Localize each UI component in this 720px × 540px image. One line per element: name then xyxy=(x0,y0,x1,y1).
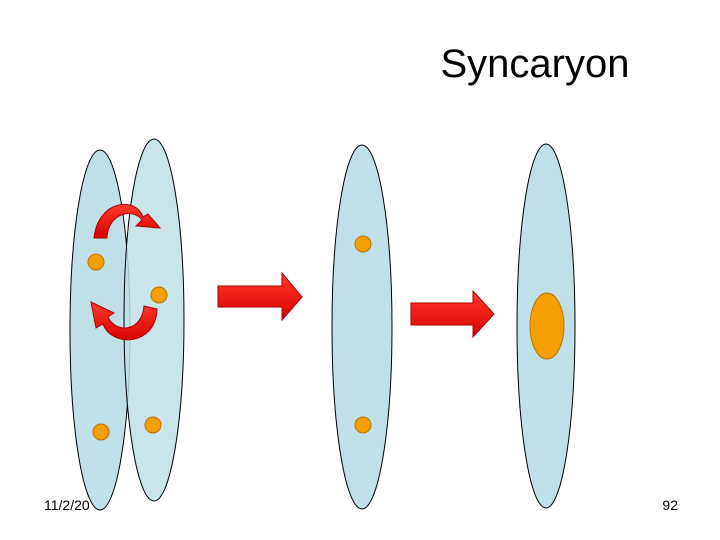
cell-middle xyxy=(331,144,393,510)
slide-title: Syncaryon xyxy=(440,42,630,86)
nucleus-right-upper xyxy=(150,286,168,304)
nucleus-middle-upper xyxy=(354,235,372,253)
syncaryon-cell xyxy=(516,143,576,509)
paired-cells xyxy=(69,138,185,511)
nucleus-right-lower xyxy=(144,416,162,434)
right-arrow-icon xyxy=(217,271,303,322)
nucleus-left-upper xyxy=(87,253,105,271)
cell-two-nuclei xyxy=(331,144,393,510)
fused-nucleus xyxy=(529,292,565,360)
nucleus-middle-lower xyxy=(354,416,372,434)
rotate-arrow-icon xyxy=(93,203,162,239)
right-arrow-icon xyxy=(410,289,495,339)
nucleus-left-lower xyxy=(92,423,110,441)
page-number: 92 xyxy=(662,497,678,513)
rotate-arrow-icon xyxy=(90,301,158,341)
footer-date: 11/2/20 xyxy=(44,497,90,513)
